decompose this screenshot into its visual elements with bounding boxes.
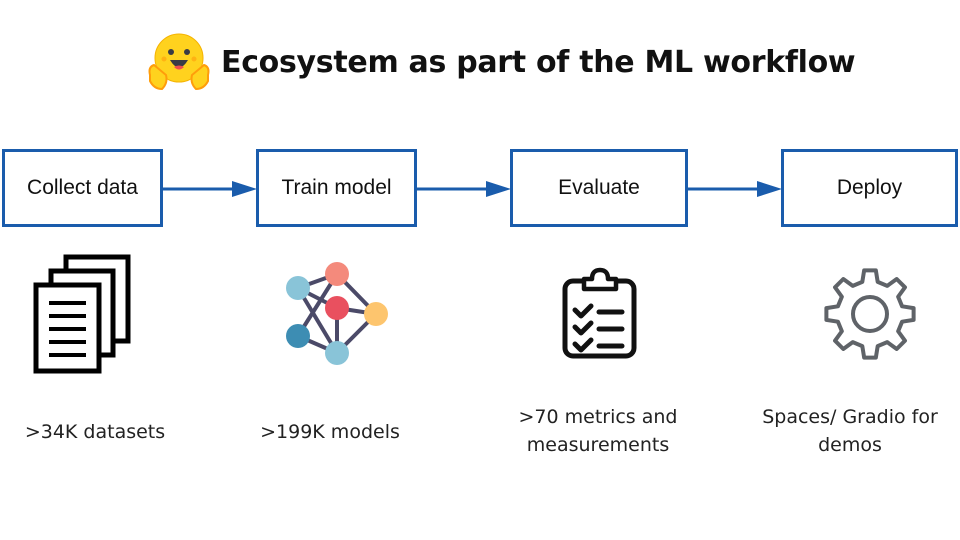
hugging-face-icon [148,33,210,91]
node-dark-blue [286,324,310,348]
caption-metrics: >70 metrics and measurements [478,403,718,459]
caption-line: demos [818,434,882,456]
caption-line: >34K datasets [24,421,166,443]
step-evaluate: Evaluate [510,149,688,227]
node-light-blue [286,276,310,300]
step-train-model: Train model [256,149,417,227]
caption-line: >199K models [260,421,400,443]
caption-line: >70 metrics and [518,406,678,428]
caption-line: measurements [526,434,670,456]
node-yellow [364,302,388,326]
caption-models: >199K models [235,418,425,446]
arrow-right-icon [163,181,257,197]
node-salmon [325,262,349,286]
step-deploy: Deploy [781,149,958,227]
arrow-right-icon [417,181,511,197]
arrow-right-icon [688,181,782,197]
caption-datasets: >34K datasets [0,418,190,446]
page-title: Ecosystem as part of the ML workflow [221,44,856,80]
clipboard-checklist-icon [562,267,637,359]
node-light-blue [325,341,349,365]
gear-icon [824,268,916,360]
node-red [325,296,349,320]
caption-line: Spaces/ Gradio for [762,406,938,428]
step-collect-data: Collect data [2,149,163,227]
documents-icon [33,254,131,374]
neural-network-icon [286,262,388,365]
title-row: Ecosystem as part of the ML workflow [146,30,856,94]
caption-spaces: Spaces/ Gradio for demos [715,403,960,459]
